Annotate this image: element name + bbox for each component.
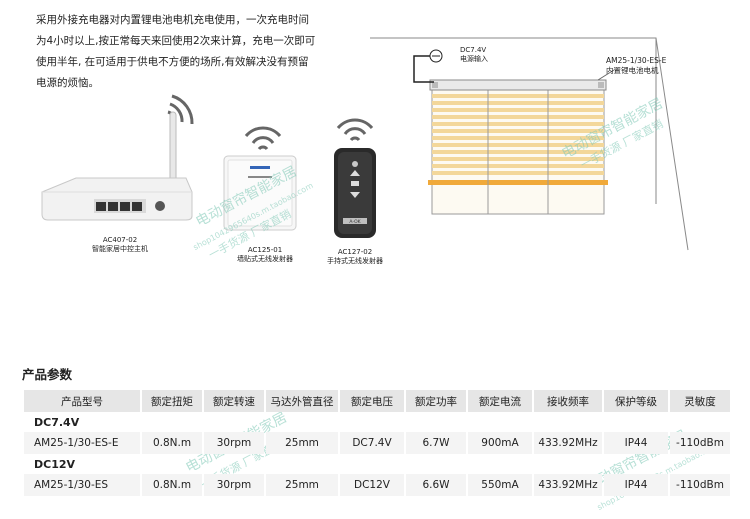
table-row: AM25-1/30-ES-E 0.8N.m 30rpm 25mm DC7.4V … (24, 432, 730, 454)
table-cell: 30rpm (204, 432, 264, 454)
column-header: 灵敏度 (670, 390, 730, 412)
remote-control-icon: A-OK (334, 118, 376, 238)
group-label: DC7.4V (34, 415, 80, 429)
table-cell: AM25-1/30-ES-E (24, 432, 140, 454)
column-header: 额定功率 (406, 390, 466, 412)
column-header: 保护等级 (604, 390, 668, 412)
window-blind-illustration (370, 37, 689, 251)
device-desc: 智能家居中控主机 (92, 245, 148, 253)
table-cell: 25mm (266, 474, 338, 496)
device-desc: 墙贴式无线发射器 (237, 255, 293, 263)
table-cell: IP44 (604, 474, 668, 496)
device-remote: A-OK (326, 112, 386, 242)
device-wall-caption: AC125-01 墙贴式无线发射器 (215, 246, 315, 264)
group-label: DC12V (34, 457, 76, 471)
table-cell: 6.6W (406, 474, 466, 496)
table-group-row: DC7.4V (24, 412, 730, 432)
device-router (36, 88, 196, 238)
power-voltage: DC7.4V (460, 46, 487, 54)
column-header: 产品型号 (24, 390, 140, 412)
table-row: AM25-1/30-ES 0.8N.m 30rpm 25mm DC12V 6.6… (24, 474, 730, 496)
intro-line: 为4小时以上,按正常每天来回使用2次来计算，充电一次即可 (36, 35, 316, 47)
intro-line: 电源的烦恼。 (36, 77, 99, 89)
section-title: 产品参数 (22, 367, 73, 382)
device-wall-transmitter (218, 124, 308, 234)
table-cell: 6.7W (406, 432, 466, 454)
table-cell: 900mA (468, 432, 532, 454)
table-cell: DC7.4V (340, 432, 404, 454)
device-model: AC407-02 (102, 236, 138, 244)
column-header: 额定电流 (468, 390, 532, 412)
power-desc: 电源输入 (460, 55, 488, 63)
motor-model: AM25-1/30-ES-E (606, 56, 667, 65)
column-header: 马达外管直径 (266, 390, 338, 412)
device-remote-caption: AC127-02 手持式无线发射器 (305, 248, 405, 266)
motor-desc: 内置锂电池电机 (606, 66, 659, 75)
intro-text: 采用外接充电器对内置锂电池电机充电使用，一次充电时间 为4小时以上,按正常每天来… (36, 10, 336, 94)
table-cell: IP44 (604, 432, 668, 454)
table-cell: AM25-1/30-ES (24, 474, 140, 496)
wall-transmitter-icon (223, 126, 297, 231)
device-desc: 手持式无线发射器 (327, 257, 383, 265)
motor-label: AM25-1/30-ES-E 内置锂电池电机 (606, 56, 666, 76)
table-cell: 0.8N.m (142, 432, 202, 454)
table-cell: 433.92MHz (534, 474, 602, 496)
table-cell: DC12V (340, 474, 404, 496)
intro-line: 采用外接充电器对内置锂电池电机充电使用，一次充电时间 (36, 14, 309, 26)
column-header: 接收频率 (534, 390, 602, 412)
table-cell: 30rpm (204, 474, 264, 496)
table-cell: -110dBm (670, 474, 730, 496)
device-model: AC125-01 (247, 246, 283, 254)
table-cell: 550mA (468, 474, 532, 496)
table-cell: 0.8N.m (142, 474, 202, 496)
spec-table: 产品型号 额定扭矩 额定转速 马达外管直径 额定电压 额定功率 额定电流 接收频… (22, 390, 732, 496)
remote-brand: A-OK (349, 219, 361, 225)
table-cell: -110dBm (670, 432, 730, 454)
intro-line: 使用半年, 在可适用于供电不方便的场所,有效解决没有预留 (36, 56, 309, 68)
blind-slats (432, 94, 604, 175)
column-header: 额定电压 (340, 390, 404, 412)
table-cell: 25mm (266, 432, 338, 454)
column-header: 额定扭矩 (142, 390, 202, 412)
power-input-label: DC7.4V 电源输入 (460, 46, 488, 64)
installation-diagram: DC7.4V 电源输入 AM25-1/30-ES-E 内置锂电池电机 (370, 30, 700, 260)
table-header-row: 产品型号 额定扭矩 额定转速 马达外管直径 额定电压 额定功率 额定电流 接收频… (24, 390, 730, 412)
column-header: 额定转速 (204, 390, 264, 412)
table-cell: 433.92MHz (534, 432, 602, 454)
table-group-row: DC12V (24, 454, 730, 474)
device-model: AC127-02 (337, 248, 373, 256)
device-router-caption: AC407-02 智能家居中控主机 (70, 236, 170, 254)
wifi-router-icon (41, 94, 194, 221)
